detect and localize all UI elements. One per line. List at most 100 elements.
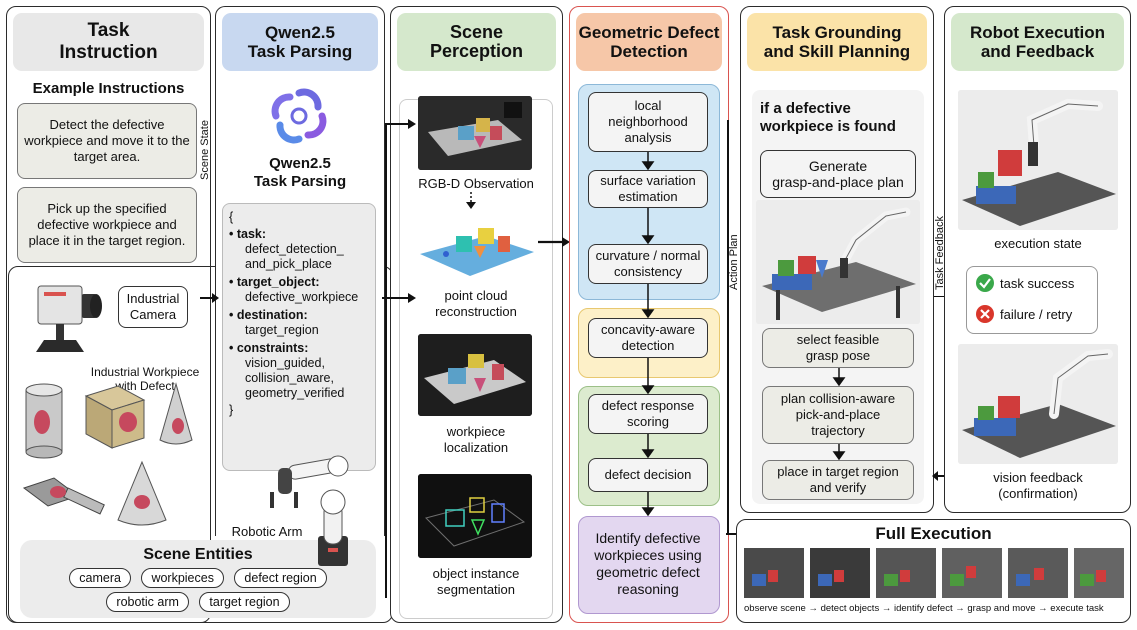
entity-robotic-arm: robotic arm [106,592,189,612]
rgbd-image [418,96,532,170]
grounding-robot-image [756,200,920,324]
json-key-target: target_object: [236,275,320,289]
industrial-camera [30,282,110,362]
defect-scoring-step: defect response scoring [588,394,708,434]
full-execution-steps: observe scene → detect objects → identif… [744,603,1129,614]
scene-entities-box: Scene Entities camera workpieces defect … [20,540,376,618]
surface-variation-step: surface variation estimation [588,170,708,208]
robot-arm-icon [258,452,378,572]
point-cloud-label: point cloud reconstruction [435,288,517,319]
point-cloud-image [416,210,540,282]
defect-detection-header: Geometric Defect Detection [576,13,722,71]
surface-variation-text: surface variation estimation [600,173,696,204]
trajectory-step: plan collision-aware pick-and-place traj… [762,386,914,444]
full-step-observe: observe scene [744,603,806,614]
arrow-perception-defect [538,237,570,247]
execution-header: Robot Execution and Feedback [951,13,1124,71]
scene-state-label: Scene State [199,120,211,180]
camera-label-text: Industrial Camera [126,291,180,322]
task-instruction-panel: Task Instruction Example Instructions De… [6,6,211,623]
generate-plan-text: Generate grasp-and-place plan [772,158,904,190]
place-verify-step: place in target region and verify [762,460,914,500]
neighborhood-analysis-text: local neighborhood analysis [608,98,688,145]
curvature-step: curvature / normal consistency [588,244,708,284]
grasp-pose-step: select feasible grasp pose [762,328,914,368]
task-parsing-title: Qwen2.5 Task Parsing [247,23,353,61]
purple-region [578,516,720,614]
connector-parsing-perception [382,119,416,598]
task-instruction-title: Task Instruction [59,20,158,63]
identify-defective-text: Identify defective workpieces using geom… [594,530,702,597]
json-value-target: defective_workpiece [245,290,359,304]
full-step-grasp: grasp and move [967,603,1036,614]
json-key-constraints: constraints: [236,341,309,355]
defect-scoring-text: defect response scoring [601,398,695,429]
defect-flow-arrows [641,152,655,517]
full-execution-strip [744,548,1124,604]
camera-label: Industrial Camera [118,286,188,328]
execution-title: Robot Execution and Feedback [969,23,1106,61]
arrow-down-1 [466,192,476,209]
arrow-defect-grounding [726,120,736,535]
full-step-arrow-1: → [808,603,821,614]
task-instruction-header: Task Instruction [13,13,204,71]
json-open-brace: { [229,210,234,224]
grasp-pose-text: select feasible grasp pose [796,332,880,363]
execution-state-image [958,90,1118,230]
vision-feedback-image [958,344,1118,464]
full-step-identify: identify defect [893,603,953,614]
vision-feedback-label: vision feedback (confirmation) [993,470,1083,501]
workpieces-illustration [18,378,208,528]
full-step-execute: execute task [1050,603,1104,614]
workpiece-label: Industrial Workpiece with Defect [90,365,200,393]
execution-state-label: execution state [994,236,1082,251]
instruction-box-2: Pick up the specified defective workpiec… [17,187,197,263]
rgbd-label: RGB-D Observation [418,176,534,191]
defect-detection-title: Geometric Defect Detection [578,23,720,61]
defect-decision-step: defect decision [588,458,708,492]
task-parsing-header: Qwen2.5 Task Parsing [222,13,378,71]
concavity-text: concavity-aware detection [601,322,695,353]
trajectory-text: plan collision-aware pick-and-place traj… [780,391,896,438]
place-verify-text: place in target region and verify [777,464,899,495]
full-step-arrow-4: → [1038,603,1051,614]
parsed-task-json: { • task: defect_detection_ and_pick_pla… [222,203,376,471]
grounding-header: Task Grounding and Skill Planning [747,13,927,71]
instruction-box-1: Detect the defective workpiece and move … [17,103,197,179]
entity-target-region: target region [199,592,290,612]
check-icon [976,274,994,292]
json-value-constraints: vision_guided, collision_aware, geometry… [245,356,345,400]
json-value-task: defect_detection_ and_pick_place [245,242,344,271]
instruction-text-1: Detect the defective workpiece and move … [24,117,190,164]
json-key-destination: destination: [236,308,308,322]
full-step-arrow-2: → [881,603,894,614]
grounding-title: Task Grounding and Skill Planning [763,23,911,61]
scene-entities-title: Scene Entities [143,546,253,563]
task-parsing-panel: Qwen2.5 Task Parsing Qwen2.5 Task Parsin… [215,6,385,536]
full-execution-title: Full Execution [875,524,992,543]
example-instructions-title: Example Instructions [32,80,185,97]
instruction-text-2: Pick up the specified defective workpiec… [28,201,186,248]
full-step-detect: detect objects [820,603,880,614]
qwen-caption: Qwen2.5 Task Parsing [253,155,347,190]
robotic-arm-label: Robotic Arm [231,524,303,539]
arrow-right-icon [200,292,220,304]
curvature-text: curvature / normal consistency [595,248,701,279]
concavity-step: concavity-aware detection [588,318,708,358]
entity-camera: camera [69,568,131,588]
localization-label: workpiece localization [443,424,509,455]
camera-icon [36,285,102,352]
localization-image [418,334,532,416]
json-value-destination: target_region [245,323,319,337]
full-step-arrow-3: → [955,603,968,614]
segmentation-label: object instance segmentation [432,566,520,597]
scene-perception-title: Scene Perception [429,22,524,61]
segmentation-image [418,474,532,558]
action-plan-label: Action Plan [728,234,740,290]
condition-text: if a defective workpiece is found [760,100,896,135]
json-close-brace: } [229,403,234,417]
defect-decision-text: defect decision [604,467,692,482]
grounding-flow-arrows [832,368,846,461]
cross-icon [976,305,994,323]
qwen-logo-icon [268,85,330,147]
